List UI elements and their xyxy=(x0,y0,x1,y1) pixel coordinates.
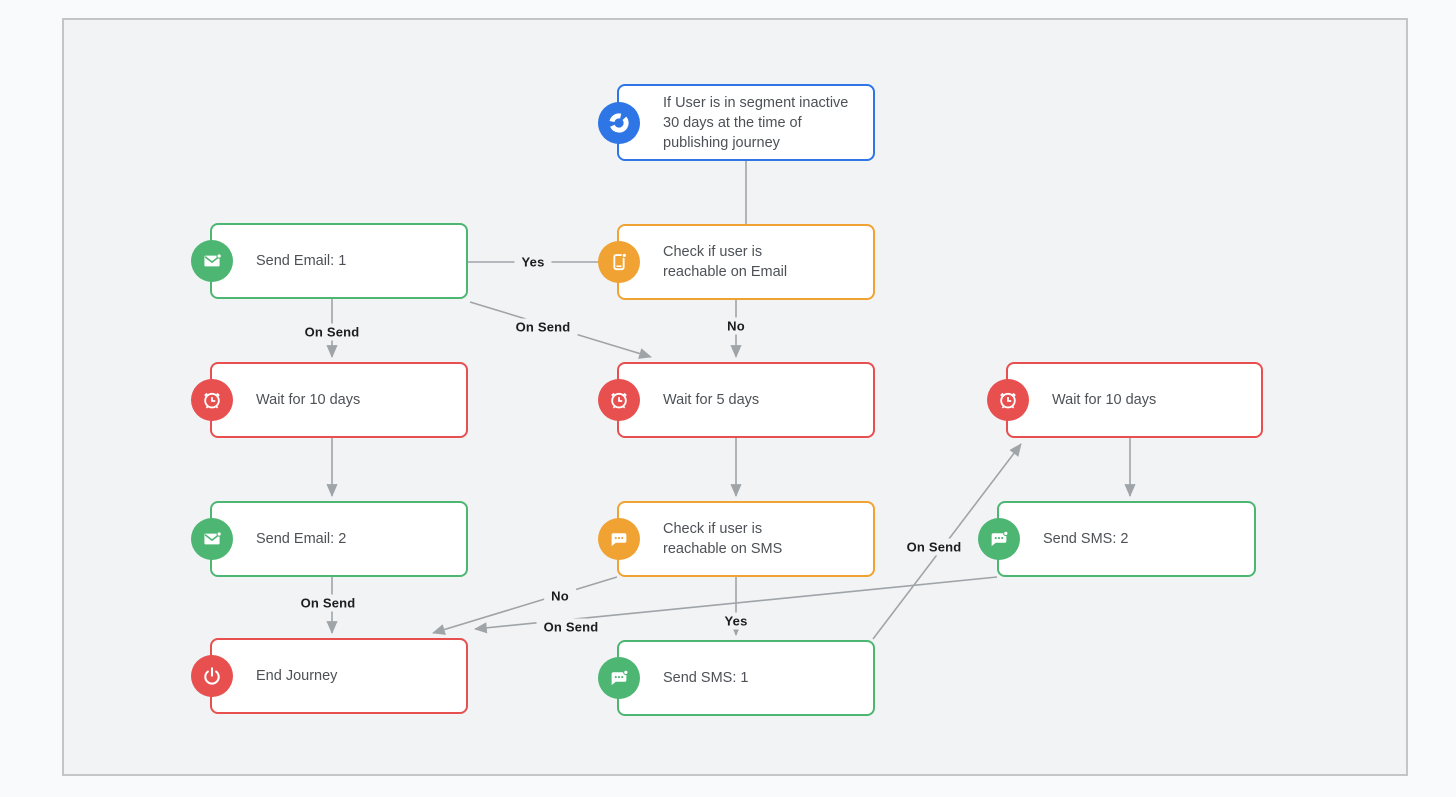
email-notification-icon xyxy=(191,240,233,282)
edge-label: On Send xyxy=(293,594,363,612)
node-label: Wait for 10 days xyxy=(1052,392,1157,408)
node-label: Send Email: 2 xyxy=(256,531,347,547)
node-send-sms-2[interactable]: Send SMS: 2 xyxy=(978,501,1256,577)
edge-label: Yes xyxy=(514,253,552,271)
edge-label: On Send xyxy=(536,618,606,636)
chat-notification-icon xyxy=(598,657,640,699)
alarm-clock-icon xyxy=(191,379,233,421)
node-label: Wait for 10 days xyxy=(256,392,361,408)
node-send-email-1[interactable]: Send Email: 1 xyxy=(191,223,468,299)
edge-label: No xyxy=(720,317,752,335)
node-wait-10-left[interactable]: Wait for 10 days xyxy=(191,362,468,438)
edge-label: No xyxy=(544,587,576,605)
edge-label: On Send xyxy=(297,323,367,341)
node-label: Send Email: 1 xyxy=(256,253,347,269)
node-segment-trigger[interactable]: If User is in segment inactive 30 days a… xyxy=(598,84,875,161)
node-send-email-2[interactable]: Send Email: 2 xyxy=(191,501,468,577)
alarm-clock-icon xyxy=(987,379,1029,421)
node-check-email[interactable]: Check if user is reachable on Email xyxy=(598,224,875,300)
node-label: Wait for 5 days xyxy=(663,392,760,408)
node-end-journey[interactable]: End Journey xyxy=(191,638,468,714)
node-wait-5[interactable]: Wait for 5 days xyxy=(598,362,875,438)
chat-icon xyxy=(598,518,640,560)
node-send-sms-1[interactable]: Send SMS: 1 xyxy=(598,640,875,716)
node-check-sms[interactable]: Check if user is reachable on SMS xyxy=(598,501,875,577)
edge-label: On Send xyxy=(899,538,969,556)
alarm-clock-icon xyxy=(598,379,640,421)
node-label: Check if user is reachable on Email xyxy=(663,244,788,280)
email-notification-icon xyxy=(191,518,233,560)
chat-notification-icon xyxy=(978,518,1020,560)
segment-icon xyxy=(598,101,640,144)
node-label: End Journey xyxy=(256,668,338,684)
node-label: Send SMS: 1 xyxy=(663,670,749,686)
node-label: Check if user is reachable on SMS xyxy=(663,521,783,557)
node-label: Send SMS: 2 xyxy=(1043,531,1129,547)
power-icon xyxy=(191,655,233,697)
mobile-notification-icon xyxy=(598,241,640,283)
edge-label: Yes xyxy=(717,612,755,630)
edge-label: On Send xyxy=(508,318,578,336)
node-wait-10-right[interactable]: Wait for 10 days xyxy=(987,362,1263,438)
node-label: If User is in segment inactive 30 days a… xyxy=(663,94,849,151)
